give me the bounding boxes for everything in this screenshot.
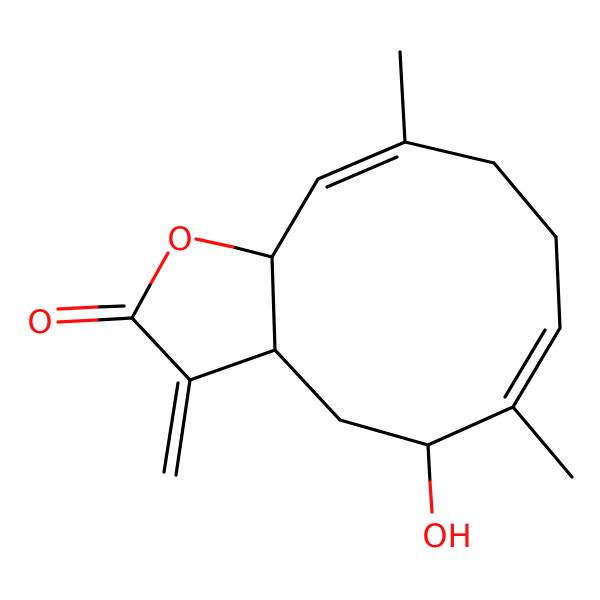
bond-c5-c4 xyxy=(338,418,430,447)
bond-c4-c3a xyxy=(273,348,342,422)
bond-exo-methylene-second xyxy=(162,381,180,474)
bond-c10-c1-second xyxy=(325,155,399,189)
bond-c11b-o1-carbon xyxy=(231,245,274,259)
bond-c5-oh-oxygen xyxy=(428,480,434,514)
bond-c5-oh-carbon xyxy=(426,443,432,484)
ring-oxygen-label: O xyxy=(167,220,192,258)
bond-c8-c7 xyxy=(554,235,562,330)
bond-methyl-top xyxy=(398,50,407,144)
bond-c11b-c1 xyxy=(270,177,320,259)
bond-c2-o2-carbon-second xyxy=(95,304,126,309)
bond-c7-c6-second xyxy=(503,328,547,399)
carbonyl-oxygen-label: O xyxy=(27,303,52,341)
bond-exo-methylene xyxy=(174,378,192,477)
bond-c10-c1 xyxy=(316,140,407,181)
bond-o1-c2-carbon xyxy=(130,283,152,320)
bond-c10-c9 xyxy=(403,140,496,165)
bond-c7-c6 xyxy=(511,326,562,409)
bond-c9-c8 xyxy=(492,161,558,239)
bond-c11b-o1-oxygen xyxy=(194,237,235,249)
bond-methyl-right xyxy=(511,405,574,479)
hydroxyl-label: OH xyxy=(422,517,471,555)
bond-c6-c5 xyxy=(426,405,515,447)
bond-c2-o2-oxygen-second xyxy=(56,305,99,311)
bond-c2-o2-carbon xyxy=(95,316,134,322)
bond-o1-c2-oxygen xyxy=(148,251,170,287)
bond-c3a-c11b xyxy=(270,255,277,352)
bond-c3-c3a xyxy=(188,348,277,382)
bond-c2-c3 xyxy=(130,316,192,382)
bond-c2-o2-oxygen xyxy=(56,318,99,324)
